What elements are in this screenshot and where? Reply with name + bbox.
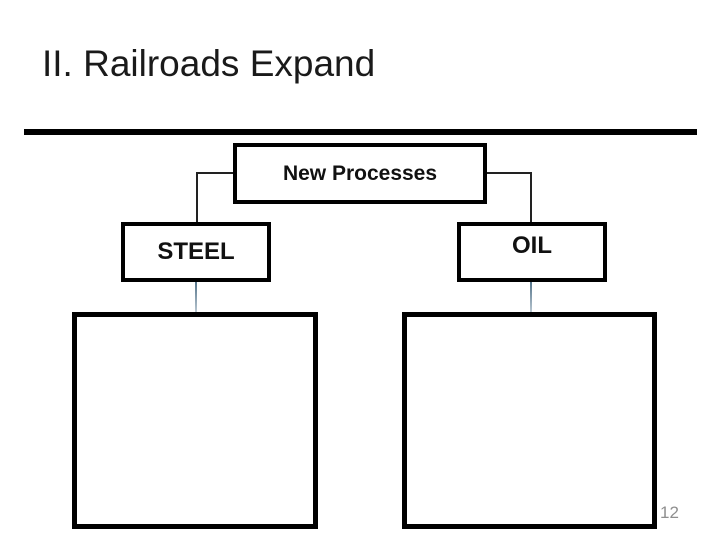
connector-steel-to-content <box>195 282 197 312</box>
connector-root-to-steel-horizontal <box>196 172 233 174</box>
oil-content-box <box>402 312 657 529</box>
title-underline-rule <box>24 129 697 135</box>
slide-title: II. Railroads Expand <box>42 43 376 84</box>
new-processes-label: New Processes <box>282 161 438 185</box>
connector-root-to-oil-vertical <box>530 172 532 222</box>
slide-page-number: 12 <box>660 503 679 522</box>
diagram-box-steel: STEEL <box>121 222 271 282</box>
connector-oil-to-content <box>530 282 532 312</box>
steel-content-box <box>72 312 318 529</box>
diagram-box-new-processes: New Processes <box>233 143 487 204</box>
connector-root-to-oil-horizontal <box>487 172 532 174</box>
oil-label: OIL <box>512 231 552 259</box>
connector-root-to-steel-vertical <box>196 172 198 222</box>
steel-label: STEEL <box>157 238 235 265</box>
diagram-box-oil: OIL <box>457 222 607 282</box>
